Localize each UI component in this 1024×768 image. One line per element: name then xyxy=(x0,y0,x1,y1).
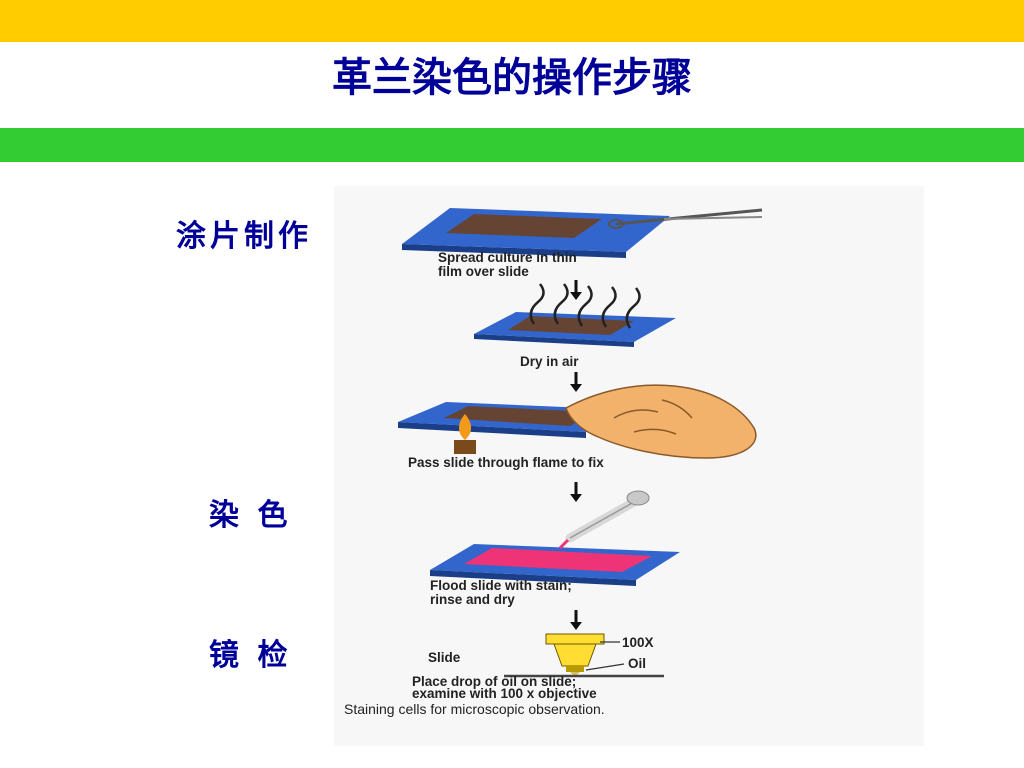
step-fix-illustration xyxy=(398,384,757,459)
step-oil-line2: examine with 100 x objective xyxy=(412,686,597,701)
heat-wave-icon xyxy=(601,286,617,328)
green-divider-bar xyxy=(0,128,1024,162)
dropper-bulb xyxy=(626,490,650,506)
smear-film xyxy=(446,214,602,238)
burner-icon xyxy=(454,440,476,454)
hand-fingers xyxy=(613,399,693,435)
inoculating-loop-icon xyxy=(615,208,763,226)
arrow-2 xyxy=(570,372,582,392)
objective-lens-icon xyxy=(545,633,605,645)
stain-pool xyxy=(464,548,652,572)
label-smear: 涂片制作 xyxy=(176,219,312,254)
callout-objective: 100X xyxy=(622,635,654,650)
step-flood-line2: rinse and dry xyxy=(430,592,515,607)
slide-edge xyxy=(402,244,626,258)
stain-drop xyxy=(558,538,570,550)
heat-wave-icon xyxy=(577,285,593,327)
arrow-4 xyxy=(570,610,582,630)
callout-slide: Slide xyxy=(428,650,461,665)
objective-tip xyxy=(566,666,584,672)
step-oil-illustration xyxy=(504,633,664,678)
step-spread-line1: Spread culture in thin xyxy=(438,250,577,265)
heat-wave-icon xyxy=(553,283,569,325)
loop-tip xyxy=(608,219,624,229)
slide-edge xyxy=(430,570,636,586)
label-microscopy: 镜 检 xyxy=(209,638,292,673)
callout-oil-leader xyxy=(585,663,625,671)
arrow-3 xyxy=(570,482,582,502)
slide-edge xyxy=(398,422,586,438)
objective-barrel xyxy=(553,643,597,667)
dropper-outline xyxy=(569,501,635,539)
step-oil-line1: Place drop of oil on slide; xyxy=(412,674,576,689)
smear-film xyxy=(444,406,594,426)
step-dry-illustration xyxy=(474,283,676,347)
page-title: 革兰染色的操作步骤 xyxy=(332,54,692,101)
slide-edge xyxy=(474,334,634,347)
step-spread-line2: film over slide xyxy=(438,264,529,279)
top-accent-bar xyxy=(0,0,1024,42)
hand-icon xyxy=(565,384,757,459)
step-flood-line1: Flood slide with stain; xyxy=(430,578,572,593)
step-fix-line1: Pass slide through flame to fix xyxy=(408,455,604,470)
flame-icon xyxy=(458,414,472,440)
oil-drop xyxy=(570,672,580,675)
step-dry-line1: Dry in air xyxy=(520,354,579,369)
heat-wave-icon xyxy=(625,287,641,329)
step-spread-illustration xyxy=(402,208,763,258)
callout-oil: Oil xyxy=(628,656,646,671)
inoculating-loop-handle xyxy=(663,216,763,220)
diagram-background xyxy=(334,186,924,746)
gram-stain-diagram: Spread culture in thin film over slide D… xyxy=(334,186,924,746)
label-stain: 染 色 xyxy=(209,498,292,533)
figure-caption: Staining cells for microscopic observati… xyxy=(344,701,605,717)
arrow-1 xyxy=(570,280,582,300)
heat-wave-icon xyxy=(529,283,545,325)
step-flood-illustration xyxy=(430,490,680,586)
